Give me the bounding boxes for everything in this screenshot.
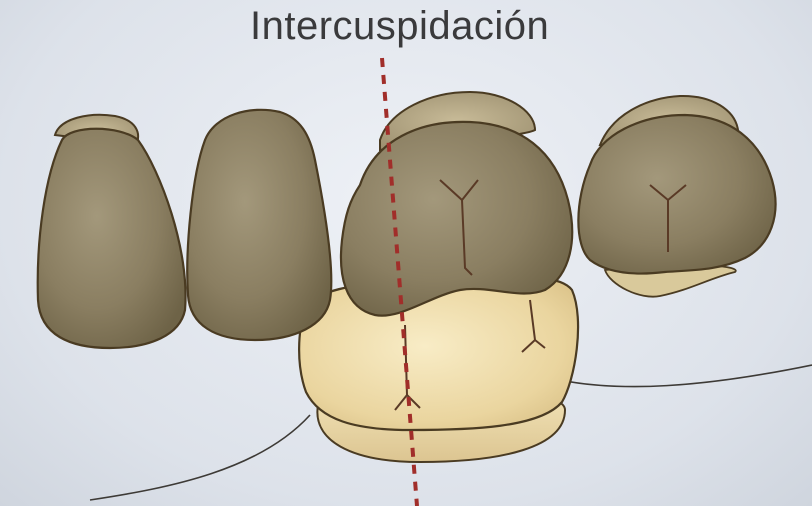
upper-tooth-1 <box>38 115 186 348</box>
upper-tooth-2 <box>187 110 331 340</box>
upper-tooth-4 <box>578 96 775 297</box>
lower-molar <box>299 278 578 462</box>
upper-tooth-3 <box>341 92 572 316</box>
gum-line-left <box>90 415 310 500</box>
gum-line-right <box>560 365 812 387</box>
